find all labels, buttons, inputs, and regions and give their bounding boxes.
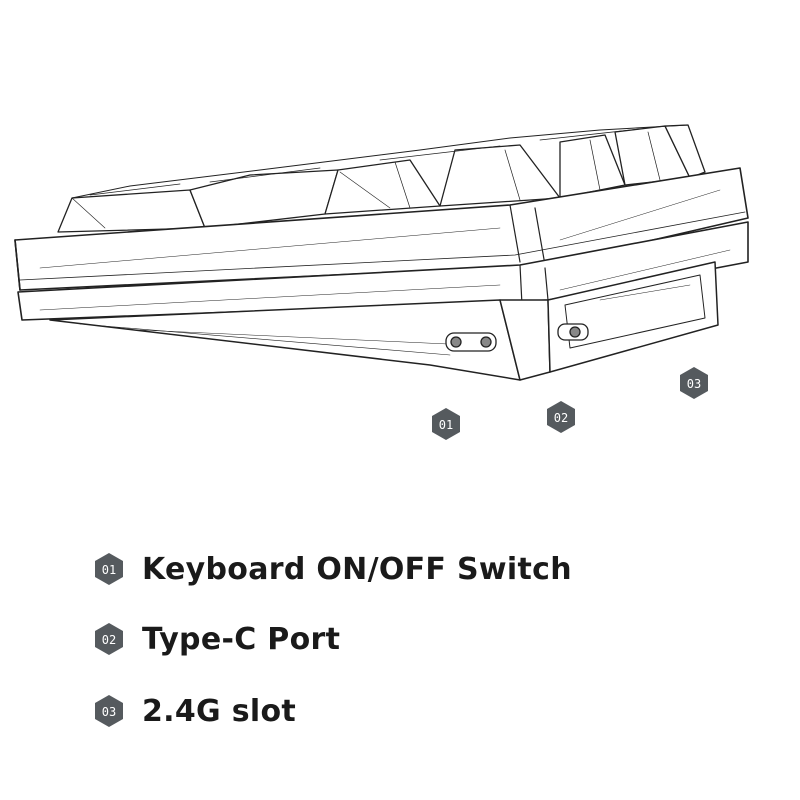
hexagon-badge-icon: 02 xyxy=(95,623,123,655)
hexagon-badge-icon: 03 xyxy=(95,695,123,727)
svg-text:01: 01 xyxy=(102,563,116,577)
legend-label: Type-C Port xyxy=(142,621,341,657)
callout-badge-03: 03 xyxy=(680,367,708,399)
keycaps xyxy=(57,124,706,233)
svg-text:01: 01 xyxy=(439,418,453,432)
svg-text:02: 02 xyxy=(554,411,568,425)
type-c-port-detail xyxy=(557,323,589,341)
svg-text:03: 03 xyxy=(687,377,701,391)
legend-label: 2.4G slot xyxy=(142,693,297,729)
hexagon-badge-icon: 01 xyxy=(95,553,123,585)
svg-text:03: 03 xyxy=(102,705,116,719)
legend-item-02: 02 Type-C Port xyxy=(92,617,340,661)
callout-badge-02: 02 xyxy=(547,401,575,433)
legend-item-03: 03 2.4G slot xyxy=(92,689,296,733)
callout-badge-01: 01 xyxy=(432,408,460,440)
legend-label: Keyboard ON/OFF Switch xyxy=(142,551,572,587)
base xyxy=(49,261,719,381)
legend-item-01: 01 Keyboard ON/OFF Switch xyxy=(92,547,572,591)
switch-detail xyxy=(445,332,497,352)
svg-text:02: 02 xyxy=(102,633,116,647)
